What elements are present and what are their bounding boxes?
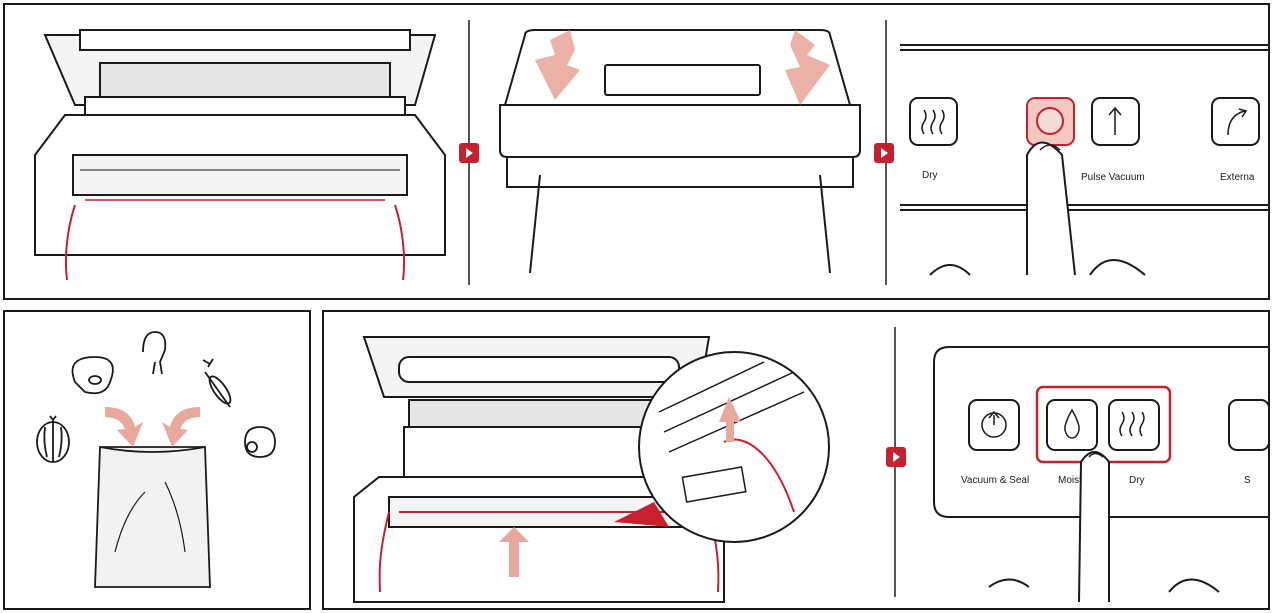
insert-bag-illustration xyxy=(353,336,830,603)
control-panel-top xyxy=(900,44,1270,276)
step-arrow-icon xyxy=(874,143,894,163)
bag-panel xyxy=(3,310,311,610)
external-label: Externa xyxy=(1220,172,1255,183)
pulse-vacuum-label: Pulse Vacuum xyxy=(1081,172,1145,183)
step-arrow-icon xyxy=(886,447,906,467)
open-sealer-illustration xyxy=(34,29,446,281)
vacuum-seal-label: Vacuum & Seal xyxy=(961,475,1030,486)
step-arrow-icon xyxy=(459,143,479,163)
dry-label: Dry xyxy=(922,170,938,181)
s-label: S xyxy=(1244,475,1251,486)
seal-panel: Vacuum & Seal Moist Dry S xyxy=(322,310,1270,610)
top-panel: Dry Pulse Vacuum Externa xyxy=(3,3,1270,300)
dry-label-bottom: Dry xyxy=(1129,475,1145,486)
food-into-bag-illustration xyxy=(36,331,276,588)
close-lid-illustration xyxy=(499,29,861,274)
moist-label: Moist xyxy=(1058,475,1082,486)
control-panel-bottom xyxy=(933,346,1269,603)
